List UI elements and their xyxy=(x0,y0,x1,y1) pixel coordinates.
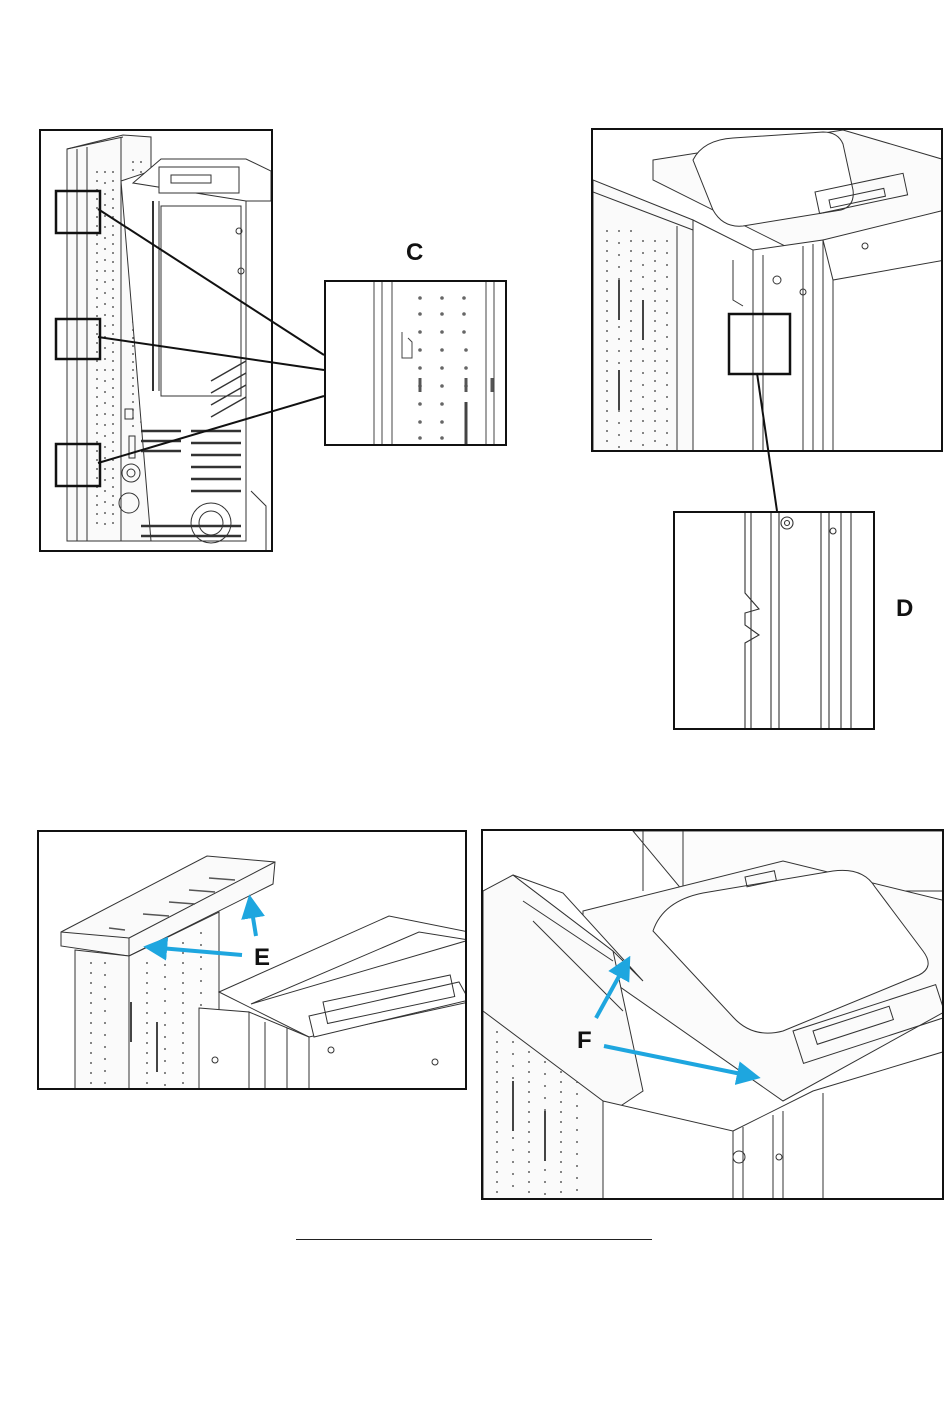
leader-line-c-lower xyxy=(98,396,324,463)
leader-line-d xyxy=(757,373,777,511)
callout-label-e: E xyxy=(254,946,270,970)
arrow-e-up xyxy=(250,899,256,936)
footer-divider-rule xyxy=(296,1239,652,1240)
leader-line-c-upper xyxy=(98,209,324,355)
leader-line-c-middle xyxy=(98,337,324,370)
arrow-f-right xyxy=(604,1046,756,1077)
callout-label-c: C xyxy=(406,241,423,265)
arrow-e-left xyxy=(148,947,242,955)
callout-label-d: D xyxy=(896,597,913,621)
callout-label-f: F xyxy=(577,1029,592,1053)
arrow-f-up xyxy=(596,960,628,1018)
